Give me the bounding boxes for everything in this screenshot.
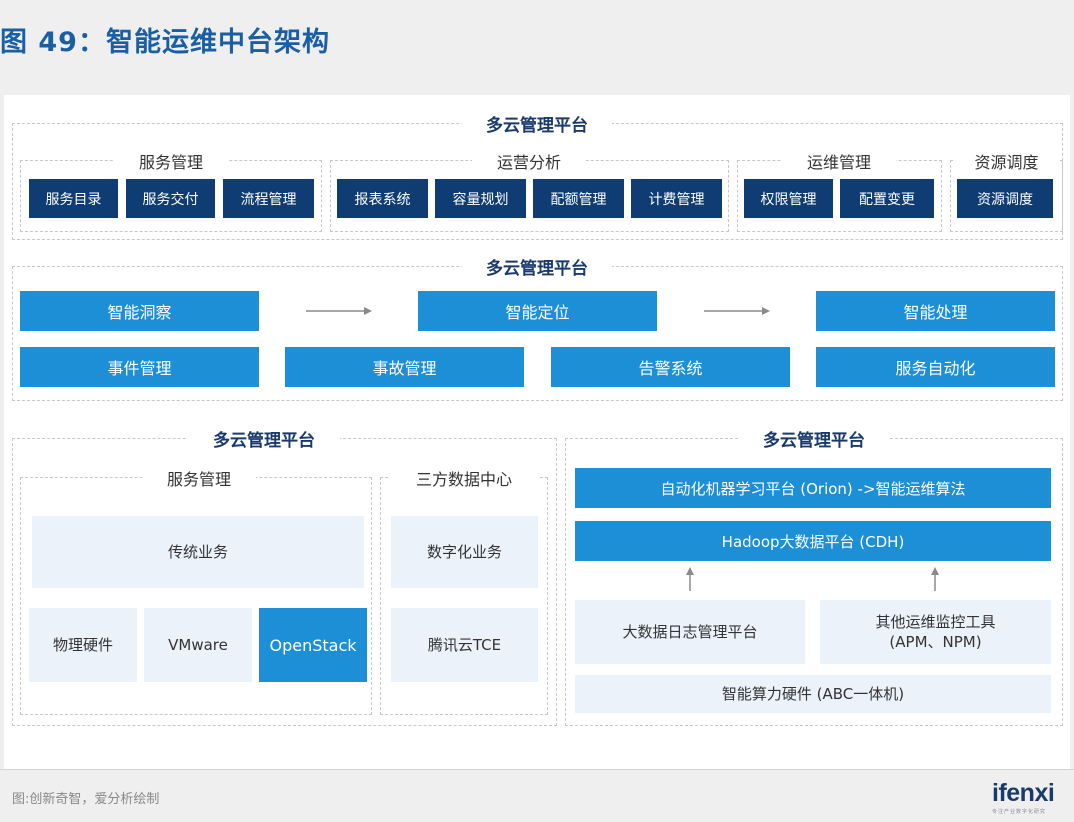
logo-text: ifenxi (992, 779, 1055, 807)
bottom-right-platform-title: 多云管理平台 (738, 426, 890, 451)
resource-scheduling-box[interactable]: 资源调度 (957, 179, 1053, 218)
source-note: 图:创新奇智，爱分析绘制 (12, 792, 160, 807)
smart-insight-box[interactable]: 智能洞察 (20, 291, 259, 331)
bottom-left-platform-title: 多云管理平台 (188, 426, 340, 451)
footer-divider (0, 769, 1074, 770)
page-title: 图 49：智能运维中台架构 (0, 27, 330, 58)
smart-process-box[interactable]: 智能处理 (816, 291, 1055, 331)
service-management-label: 服务管理 (142, 466, 256, 490)
quota-management-box[interactable]: 配额管理 (533, 179, 624, 218)
smart-locate-box[interactable]: 智能定位 (418, 291, 657, 331)
service-automation-box[interactable]: 服务自动化 (816, 347, 1055, 387)
vmware-box[interactable]: VMware (144, 608, 252, 682)
group-ops-management-label: 运维管理 (782, 149, 896, 173)
service-delivery-box[interactable]: 服务交付 (126, 179, 215, 218)
hadoop-platform-box[interactable]: Hadoop大数据平台 (CDH) (575, 521, 1051, 561)
monitoring-tools-subtitle: (APM、NPM) (889, 633, 982, 651)
logo-subtitle: 专注产业数字化研究 (992, 809, 1047, 815)
tencent-cloud-tce-box[interactable]: 腾讯云TCE (391, 608, 538, 682)
arrow-up-icon (931, 567, 939, 591)
ifenxi-logo: ifenxi 专注产业数字化研究 (992, 780, 1066, 815)
event-management-box[interactable]: 事件管理 (20, 347, 259, 387)
arrow-right-icon (704, 307, 770, 315)
alert-system-box[interactable]: 告警系统 (551, 347, 790, 387)
capacity-planning-box[interactable]: 容量规划 (435, 179, 526, 218)
group-operations-label: 运营分析 (472, 149, 586, 173)
incident-management-box[interactable]: 事故管理 (285, 347, 524, 387)
log-platform-box[interactable]: 大数据日志管理平台 (575, 600, 805, 664)
third-party-dc-label: 三方数据中心 (388, 466, 540, 490)
billing-management-box[interactable]: 计费管理 (631, 179, 722, 218)
traditional-business-box[interactable]: 传统业务 (32, 516, 364, 588)
digital-business-box[interactable]: 数字化业务 (391, 516, 538, 588)
arrow-up-icon (686, 567, 694, 591)
diagram-canvas: 多云管理平台 服务管理 服务目录 服务交付 流程管理 运营分析 报表系统 容量规… (4, 95, 1070, 769)
monitoring-tools-title: 其他运维监控工具 (875, 613, 996, 631)
hardware-box[interactable]: 智能算力硬件 (ABC一体机) (575, 675, 1051, 713)
group-resource-label: 资源调度 (955, 149, 1058, 173)
top-platform-title: 多云管理平台 (462, 111, 612, 136)
service-catalog-box[interactable]: 服务目录 (29, 179, 118, 218)
permission-management-box[interactable]: 权限管理 (744, 179, 833, 218)
process-management-box[interactable]: 流程管理 (223, 179, 314, 218)
ml-platform-box[interactable]: 自动化机器学习平台 (Orion) ->智能运维算法 (575, 468, 1051, 508)
arrow-right-icon (306, 307, 372, 315)
config-change-box[interactable]: 配置变更 (840, 179, 934, 218)
openstack-box[interactable]: OpenStack (259, 608, 367, 682)
report-system-box[interactable]: 报表系统 (337, 179, 428, 218)
physical-hardware-box[interactable]: 物理硬件 (29, 608, 137, 682)
group-service-label: 服务管理 (114, 149, 228, 173)
monitoring-tools-box[interactable]: 其他运维监控工具 (APM、NPM) (820, 600, 1051, 664)
middle-platform-title: 多云管理平台 (462, 254, 612, 279)
